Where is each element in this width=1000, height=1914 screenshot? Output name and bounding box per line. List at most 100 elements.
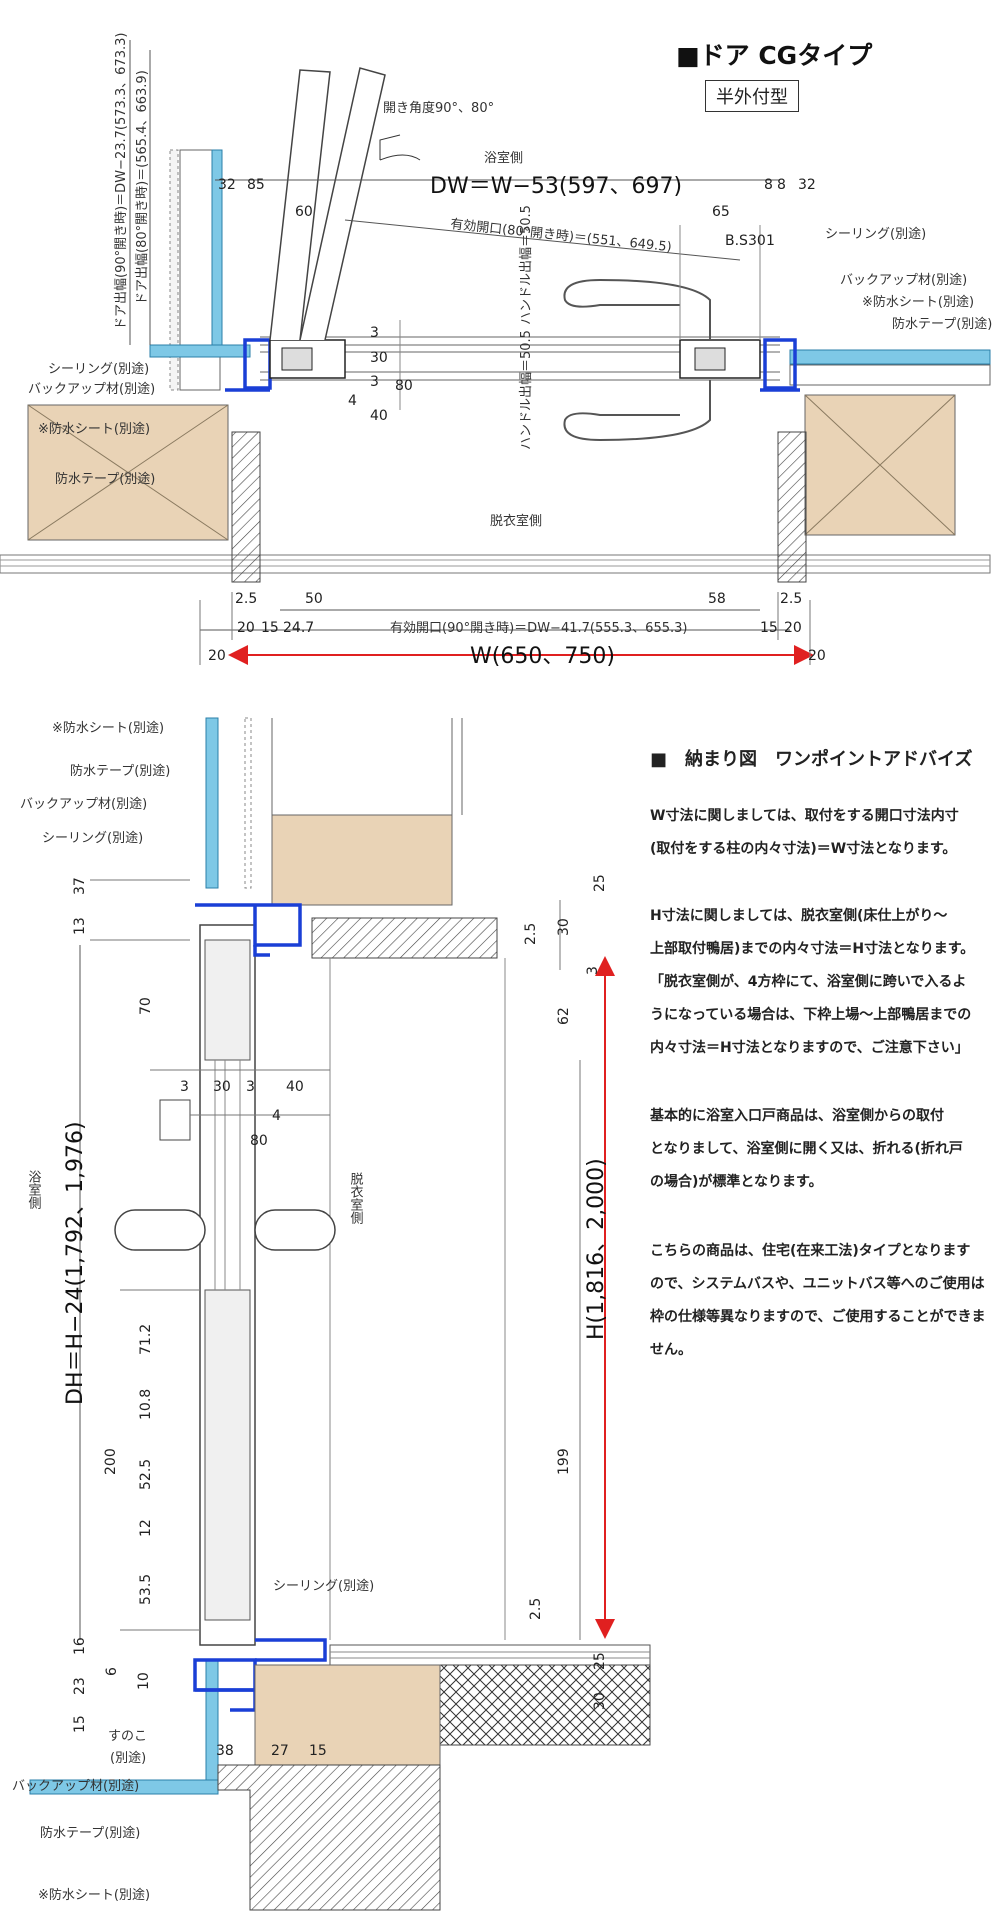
- section-dim-mid-1: 30: [213, 1079, 231, 1095]
- plan-dim-mid-2: 3: [370, 374, 379, 390]
- section-dim-left-11: 10: [136, 1672, 152, 1690]
- header-trim: [311, 917, 498, 959]
- section-handle-dressing: [254, 1209, 336, 1251]
- right-frame-profile: [763, 338, 797, 390]
- plan-dim-bottom-5: 15: [261, 620, 279, 636]
- section-dim-left-6: 52.5: [138, 1459, 154, 1490]
- plan-dim-bottom-9: 20: [208, 648, 226, 664]
- advice-paragraph-3: こちらの商品は、住宅(在来工法)タイプとなります ので、システムバスや、ユニット…: [650, 1235, 990, 1367]
- page-title: ■ドア CGタイプ: [676, 41, 873, 70]
- h-label: H(1,816、2,000): [584, 1158, 609, 1340]
- section-dim-right-5: 199: [556, 1448, 572, 1475]
- section-left-label-1: 防水テープ(別途): [70, 763, 170, 779]
- section-dressing-side-label: 脱衣室側: [348, 1172, 364, 1224]
- section-left-label-2: バックアップ材(別途): [20, 796, 147, 812]
- advice-line: (取付をする柱の内々寸法)＝W寸法となります。: [650, 841, 957, 857]
- section-dim-right-8: 30: [592, 1692, 608, 1710]
- plan-dim-bottom-2: 58: [708, 591, 726, 607]
- floor-insulation: [439, 1664, 651, 1746]
- header-wood: [271, 814, 453, 906]
- plan-dim-top-1: 85: [247, 177, 265, 193]
- plan-dim-bottom-3: 2.5: [780, 591, 802, 607]
- section-bottom-label-2: ※防水シート(別途): [38, 1887, 150, 1903]
- section-sunoko-label-2: (別途): [110, 1750, 146, 1766]
- handle-len-bottom-label: ハンドル出幅＝50.5: [519, 330, 534, 450]
- plan-left-label-3: 防水テープ(別途): [55, 471, 155, 487]
- plan-dim-top-5: 8: [777, 177, 786, 193]
- section-view: [29, 717, 651, 1911]
- advice-line: となりまして、浴室側に開く又は、折れる(折れ戸: [650, 1141, 963, 1157]
- advice-line: 基本的に浴室入口戸商品は、浴室側からの取付: [650, 1108, 944, 1124]
- plan-dim-top-3: 65: [712, 204, 730, 220]
- door-proj-90-label: ドア出幅(90°開き時)＝DW−23.7(573.3、673.3): [114, 33, 129, 330]
- section-sunoko-label-1: すのこ: [108, 1729, 147, 1744]
- section-water-sheet-top: [205, 717, 219, 889]
- section-dim-mid-8: 15: [309, 1743, 327, 1759]
- section-dim-left-4: 71.2: [138, 1324, 154, 1355]
- handle-top: [563, 278, 711, 340]
- section-head-frame: [195, 903, 302, 947]
- section-dim-right-7: 25: [592, 1652, 608, 1670]
- section-left-label-0: ※防水シート(別途): [52, 720, 164, 736]
- section-dim-left-8: 53.5: [138, 1574, 154, 1605]
- plan-dim-bottom-1: 50: [305, 591, 323, 607]
- dw-formula-label: DW＝W−53(597、697): [430, 174, 682, 199]
- section-dim-right-4: 62: [556, 1007, 572, 1025]
- plan-dim-top-0: 32: [218, 177, 236, 193]
- advice-line: 枠の仕様等異なりますので、ご使用することができま: [650, 1309, 986, 1325]
- concrete-step: [217, 1764, 441, 1911]
- handle-bottom: [563, 380, 711, 442]
- plan-dim-mid-0: 3: [370, 325, 379, 341]
- plan-right-label-0: シーリング(別途): [825, 226, 926, 242]
- section-dim-left-2: 70: [138, 997, 154, 1015]
- section-dim-left-9: 16: [72, 1637, 88, 1655]
- advice-line: 上部取付鴨居)までの内々寸法＝H寸法となります。: [650, 941, 975, 957]
- section-dim-right-6: 2.5: [528, 1598, 544, 1620]
- advice-paragraph-0: W寸法に関しましては、取付をする開口寸法内寸 (取付をする柱の内々寸法)＝W寸法…: [650, 800, 990, 866]
- plan-dim-top-6: 32: [798, 177, 816, 193]
- advice-paragraph-1: H寸法に関しましては、脱衣室側(床仕上がり〜 上部取付鴨居)までの内々寸法＝H寸…: [650, 900, 990, 1065]
- section-bottom-label-1: 防水テープ(別途): [40, 1825, 140, 1841]
- plan-dressing-side-label: 脱衣室側: [490, 513, 542, 529]
- section-dim-right-3: 3: [585, 966, 601, 975]
- advice-line: W寸法に関しましては、取付をする開口寸法内寸: [650, 808, 959, 824]
- section-dim-left-7: 12: [138, 1519, 154, 1537]
- section-dim-left-3: 200: [103, 1448, 119, 1475]
- handle-len-top-label: ハンドル出幅＝50.5: [519, 205, 534, 325]
- left-post: [231, 431, 261, 583]
- section-dim-mid-4: 4: [272, 1108, 281, 1124]
- left-frame-profile: [243, 338, 272, 390]
- section-dim-mid-0: 3: [180, 1079, 189, 1095]
- section-dim-left-1: 13: [72, 917, 88, 935]
- right-water-sheet: [789, 349, 991, 365]
- plan-dim-bottom-7: 15: [760, 620, 778, 636]
- effective-90-label: 有効開口(90°開き時)＝DW−41.7(555.3、655.3): [390, 621, 687, 636]
- section-dim-mid-2: 3: [246, 1079, 255, 1095]
- plan-left-label-2: ※防水シート(別途): [38, 421, 150, 437]
- section-dim-right-2: 2.5: [523, 923, 539, 945]
- plan-left-label-0: シーリング(別途): [48, 361, 149, 377]
- section-dim-mid-3: 40: [286, 1079, 304, 1095]
- plan-dim-bottom-6: 24.7: [283, 620, 314, 636]
- plan-view: [0, 40, 991, 665]
- plan-dim-mid-3: 80: [395, 378, 413, 394]
- plan-dim-top-2: 60: [295, 204, 313, 220]
- plan-bath-side-label: 浴室側: [484, 150, 523, 166]
- advice-paragraph-2: 基本的に浴室入口戸商品は、浴室側からの取付 となりまして、浴室側に開く又は、折れ…: [650, 1100, 990, 1199]
- door-leaf-90: [269, 69, 331, 341]
- door-proj-80-label: ドア出幅(80°開き時)＝(565.4、663.9): [135, 70, 150, 305]
- advice-line: せん。: [650, 1342, 692, 1358]
- advice-line: 「脱衣室側が、4方枠にて、浴室側に跨いで入るよ: [650, 974, 967, 990]
- plan-dim-top-7: B.S30: [725, 233, 766, 249]
- section-sealing-bottom-label: シーリング(別途): [273, 1578, 374, 1594]
- plan-dim-top-4: 8: [764, 177, 773, 193]
- advice-line: H寸法に関しましては、脱衣室側(床仕上がり〜: [650, 908, 948, 924]
- section-bottom-label-0: バックアップ材(別途): [12, 1778, 139, 1794]
- plan-right-label-3: 防水テープ(別途): [892, 316, 992, 332]
- section-sill-frame: [193, 1658, 257, 1692]
- plan-dim-mid-1: 30: [370, 350, 388, 366]
- section-dim-left-12: 23: [72, 1677, 88, 1695]
- advice-line: の場合)が標準となります。: [650, 1174, 823, 1190]
- sill-wood: [254, 1664, 441, 1766]
